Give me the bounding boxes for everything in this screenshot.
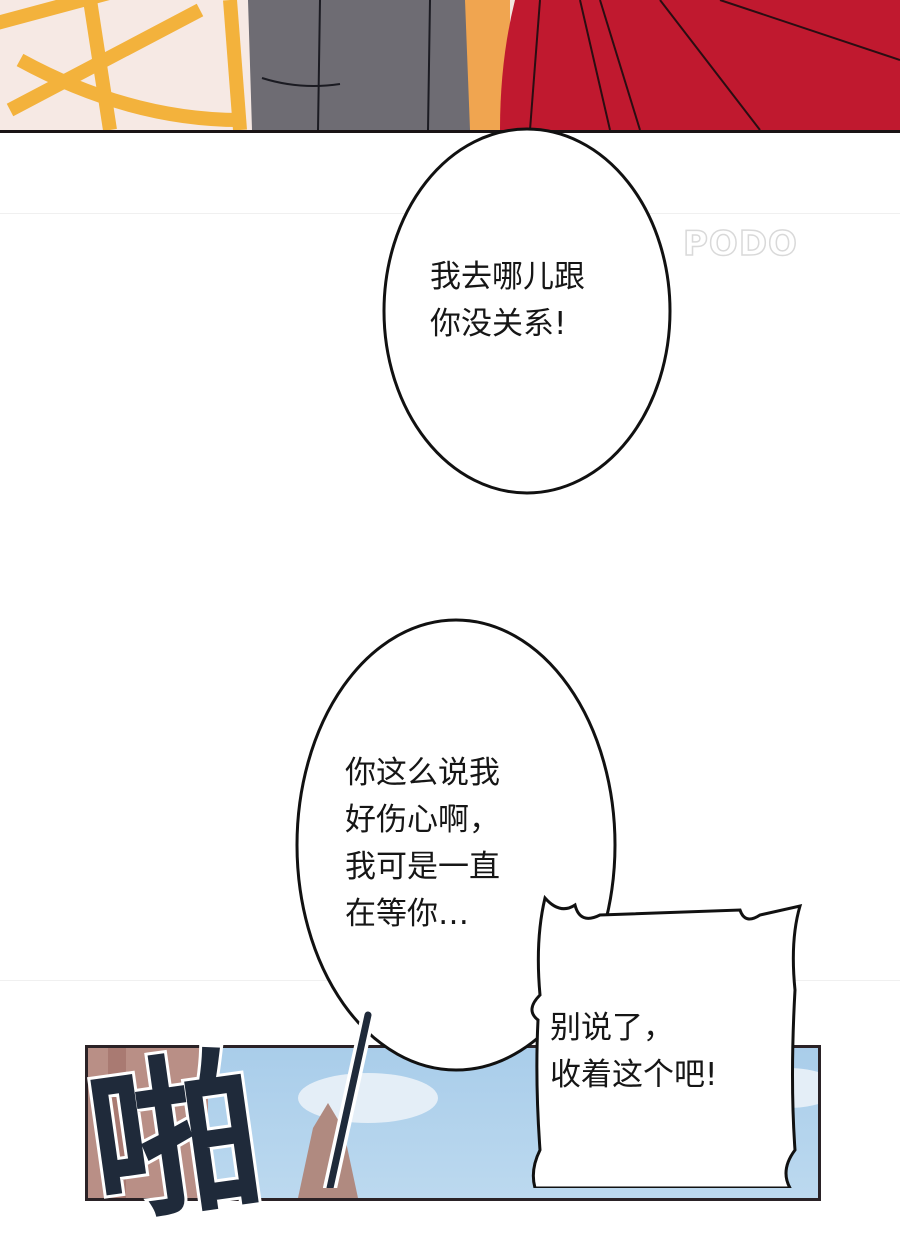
- text-line: 我可是一直: [345, 849, 500, 885]
- text-line: 别说了，: [550, 1010, 674, 1046]
- sound-effect: 啪: [74, 1027, 276, 1250]
- golden-frame: [0, 0, 247, 130]
- text-line: 收着这个吧!: [550, 1057, 718, 1093]
- panel-illustration: [0, 0, 900, 130]
- speech-bubbles-layer: [295, 127, 803, 1188]
- speech-bubble-2: [295, 618, 617, 1072]
- text-line: 我去哪儿跟: [430, 259, 585, 295]
- watermark-logo: PODO: [682, 223, 798, 265]
- bubble-3-text: 别说了， 收着这个吧!: [550, 1005, 717, 1099]
- text-line: 好伤心啊，: [345, 802, 500, 838]
- text-line: 你这么说我: [345, 755, 500, 791]
- impact-line: [326, 1011, 372, 1188]
- speech-bubble-1: [382, 127, 672, 495]
- text-line: 在等你…: [345, 896, 469, 932]
- bubble-1-text: 我去哪儿跟你没关系!: [430, 254, 585, 348]
- text-line: 你没关系!: [430, 306, 567, 342]
- red-cloth: [500, 0, 900, 130]
- bubble-2-text: 你这么说我好伤心啊， 我可是一直在等你…: [345, 750, 500, 938]
- tower: [298, 1103, 358, 1198]
- shout-bubble: [530, 894, 803, 1188]
- grey-figure: [248, 0, 470, 130]
- top-comic-panel: [0, 0, 900, 133]
